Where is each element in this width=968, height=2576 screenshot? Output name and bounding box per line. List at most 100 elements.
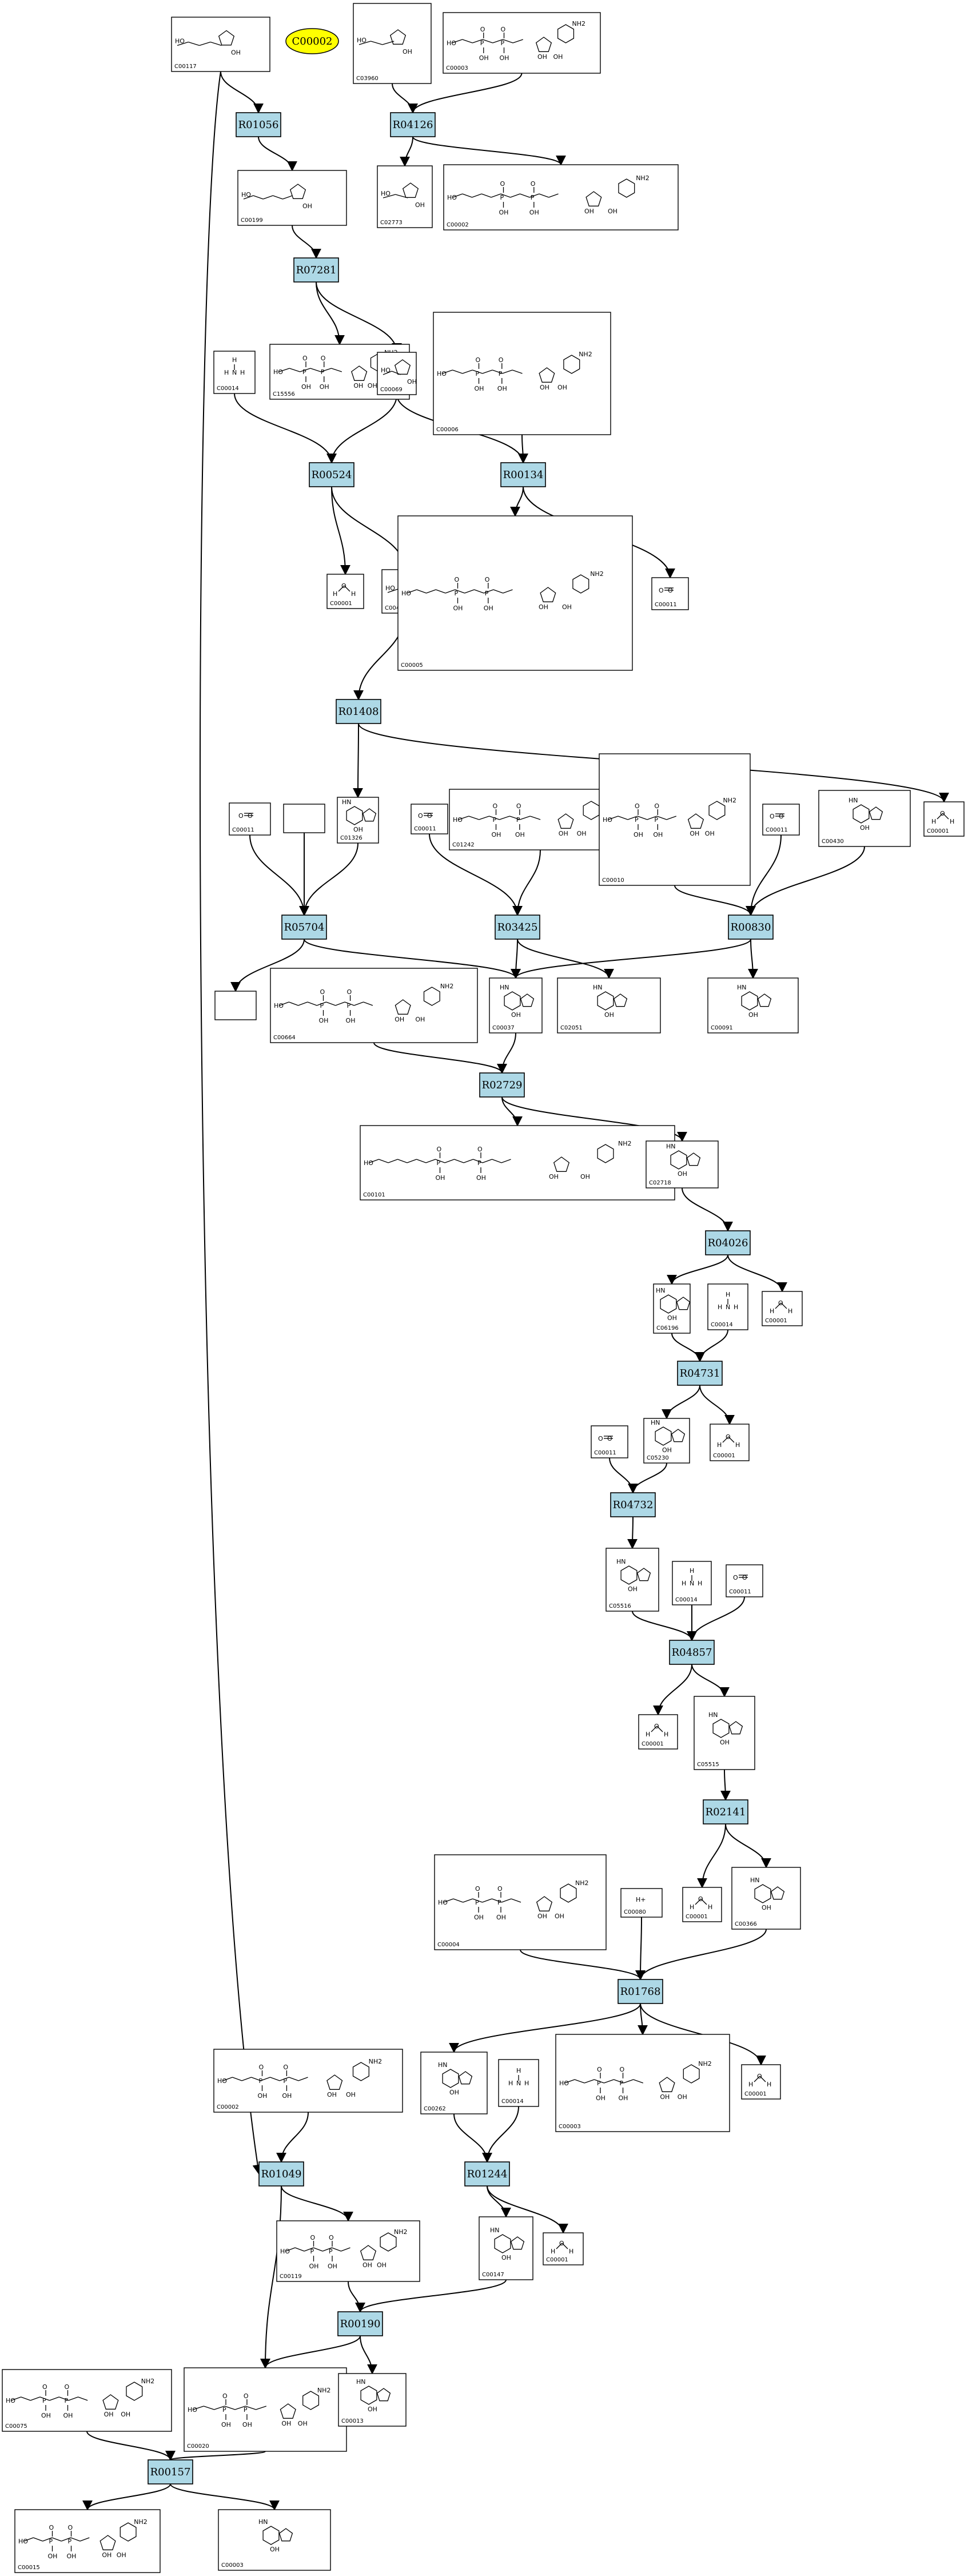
compound-box[interactable]: [694, 1696, 755, 1770]
compound-box[interactable]: [606, 1548, 659, 1612]
reaction-node-r00134[interactable]: R00134: [500, 462, 546, 487]
reaction-node-r04026[interactable]: R04026: [705, 1230, 751, 1255]
compound-box[interactable]: [171, 17, 270, 72]
compound-box[interactable]: [741, 2064, 781, 2100]
compound-box[interactable]: [646, 1140, 719, 1188]
reaction-box[interactable]: [728, 915, 774, 940]
compound-box[interactable]: [591, 1425, 628, 1458]
compound-box[interactable]: [643, 1418, 690, 1464]
compound-box[interactable]: [489, 977, 543, 1033]
compound-box[interactable]: [184, 2367, 347, 2452]
compound-node-blank-b[interactable]: [214, 991, 257, 1020]
reaction-node-r00524[interactable]: R00524: [309, 462, 354, 487]
reaction-box[interactable]: [148, 2459, 193, 2484]
reaction-node-r00190[interactable]: R00190: [337, 2311, 383, 2336]
reaction-node-r04732[interactable]: R04732: [610, 1492, 656, 1517]
reaction-box[interactable]: [293, 257, 339, 283]
reaction-box[interactable]: [236, 112, 281, 137]
compound-box[interactable]: [638, 1714, 678, 1750]
compound-box[interactable]: [276, 2220, 420, 2282]
compound-box[interactable]: [397, 515, 633, 671]
reaction-box[interactable]: [669, 1640, 715, 1665]
compound-box[interactable]: [218, 2509, 331, 2571]
compound-box[interactable]: [213, 2049, 403, 2113]
compound-box[interactable]: [337, 797, 379, 844]
compound-box[interactable]: [360, 1125, 675, 1200]
compound-box[interactable]: [498, 2059, 539, 2107]
highlight-ellipse[interactable]: [285, 28, 339, 54]
compound-box[interactable]: [710, 1424, 750, 1461]
reaction-node-r03425[interactable]: R03425: [495, 915, 540, 940]
reaction-node-r01768[interactable]: R01768: [618, 1979, 663, 2004]
compound-box[interactable]: [283, 804, 325, 833]
reaction-node-r02729[interactable]: R02729: [479, 1072, 525, 1098]
compound-box[interactable]: [731, 1867, 801, 1930]
compound-box[interactable]: [420, 2052, 488, 2114]
compound-box[interactable]: [707, 1283, 748, 1330]
reaction-node-r00830[interactable]: R00830: [728, 915, 774, 940]
compound-node-c00080[interactable]: H+C00080: [620, 1888, 663, 1918]
compound-box[interactable]: [818, 790, 911, 847]
reaction-box[interactable]: [336, 699, 381, 724]
compound-box[interactable]: [557, 977, 661, 1033]
reaction-box[interactable]: [618, 1979, 663, 2004]
compound-box[interactable]: [270, 968, 478, 1043]
compound-box[interactable]: [682, 1887, 722, 1922]
compound-box[interactable]: [237, 170, 347, 226]
reaction-node-r07281[interactable]: R07281: [293, 257, 339, 283]
compound-box[interactable]: [443, 164, 679, 230]
compound-box[interactable]: [353, 3, 432, 84]
reaction-box[interactable]: [479, 1072, 525, 1098]
compound-box[interactable]: [214, 991, 257, 1020]
compound-box[interactable]: [599, 753, 751, 886]
reaction-box[interactable]: [703, 1799, 748, 1824]
reaction-node-r04731[interactable]: R04731: [677, 1361, 723, 1386]
compound-box[interactable]: [326, 574, 364, 609]
compound-node-blank-a[interactable]: [283, 804, 325, 833]
compound-box[interactable]: [543, 2232, 584, 2265]
compound-box[interactable]: [651, 577, 689, 610]
compound-box[interactable]: [213, 351, 256, 394]
compound-box[interactable]: [338, 2373, 407, 2427]
reaction-box[interactable]: [610, 1492, 656, 1517]
compound-box[interactable]: [672, 1561, 712, 1605]
compound-box[interactable]: [479, 2216, 533, 2280]
compound-box[interactable]: [620, 1888, 663, 1918]
reaction-box[interactable]: [464, 2161, 510, 2187]
compound-box[interactable]: [762, 804, 800, 836]
